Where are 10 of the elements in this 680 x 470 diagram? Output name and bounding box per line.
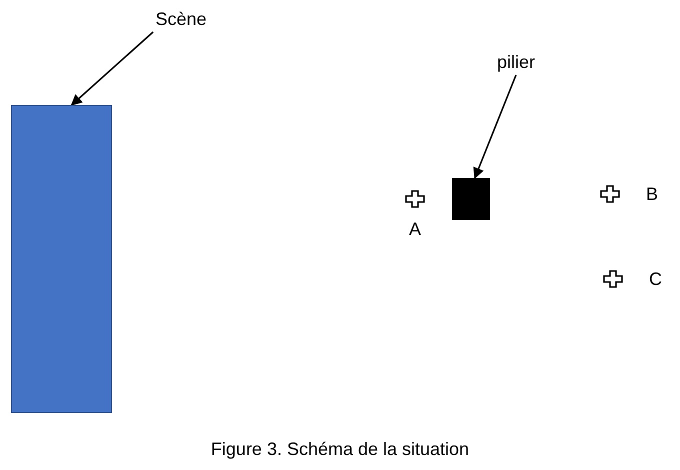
point-label: C (649, 270, 662, 288)
callout-text: pilier (490, 49, 542, 75)
point-label: B (646, 185, 658, 203)
stage-rectangle (11, 105, 112, 413)
callout-text: Scène (150, 6, 212, 32)
arrow (473, 74, 517, 180)
pillar-square (452, 178, 490, 220)
figure-caption: Figure 3. Schéma de la situation (210, 438, 470, 461)
arrow (70, 31, 154, 106)
point-label: A (408, 220, 421, 238)
